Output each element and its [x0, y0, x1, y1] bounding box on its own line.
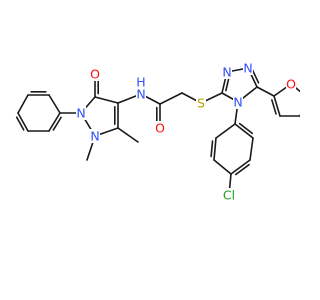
atom-label-h1: H — [136, 75, 145, 90]
atom-label-background — [136, 75, 146, 89]
bond-line — [210, 140, 214, 158]
atom-label-background — [76, 106, 86, 120]
bond-line — [213, 137, 217, 161]
atom-label-s1: S — [197, 96, 205, 111]
bond-line — [234, 163, 250, 176]
atom-label-background — [196, 96, 206, 110]
bond-line — [15, 116, 25, 131]
bond-line — [271, 99, 277, 115]
bond-line — [17, 94, 29, 114]
atom-label-background — [136, 87, 146, 101]
bond-line — [234, 123, 254, 139]
bond-line — [230, 159, 251, 175]
atom-label-o1: O — [90, 67, 100, 82]
bond-line — [215, 123, 236, 139]
atom-label-n2: N — [90, 129, 99, 144]
bond-line — [273, 95, 281, 117]
atom-label-background — [90, 129, 100, 143]
atom-label-o2: O — [155, 121, 165, 136]
atom-label-background — [286, 77, 296, 91]
atom-label-background — [155, 121, 165, 135]
bond-line — [213, 159, 232, 175]
bond-line — [159, 92, 183, 105]
atom-label-n5: N — [243, 61, 252, 76]
atom-label-background — [243, 61, 253, 75]
atom-label-background — [90, 67, 100, 81]
bond-line — [238, 122, 254, 135]
atom-label-n6: N — [233, 95, 242, 110]
atom-label-n3: N — [136, 87, 145, 102]
atom-label-n1: N — [76, 106, 85, 121]
bond-line — [256, 86, 275, 97]
atom-label-o3: O — [286, 77, 296, 92]
bond-line — [117, 127, 139, 143]
bond-line — [48, 94, 61, 114]
bond-line — [17, 112, 29, 132]
atom-label-background — [233, 95, 243, 109]
atom-label-cl1: Cl — [223, 188, 235, 203]
atom-label-background — [221, 188, 237, 202]
atom-label-background — [222, 65, 232, 79]
bond-line — [52, 116, 62, 131]
bond-line — [48, 112, 61, 132]
bond-line — [94, 96, 119, 104]
bond-line — [249, 137, 254, 161]
bond-line — [251, 68, 260, 84]
atom-label-n4: N — [222, 65, 231, 80]
